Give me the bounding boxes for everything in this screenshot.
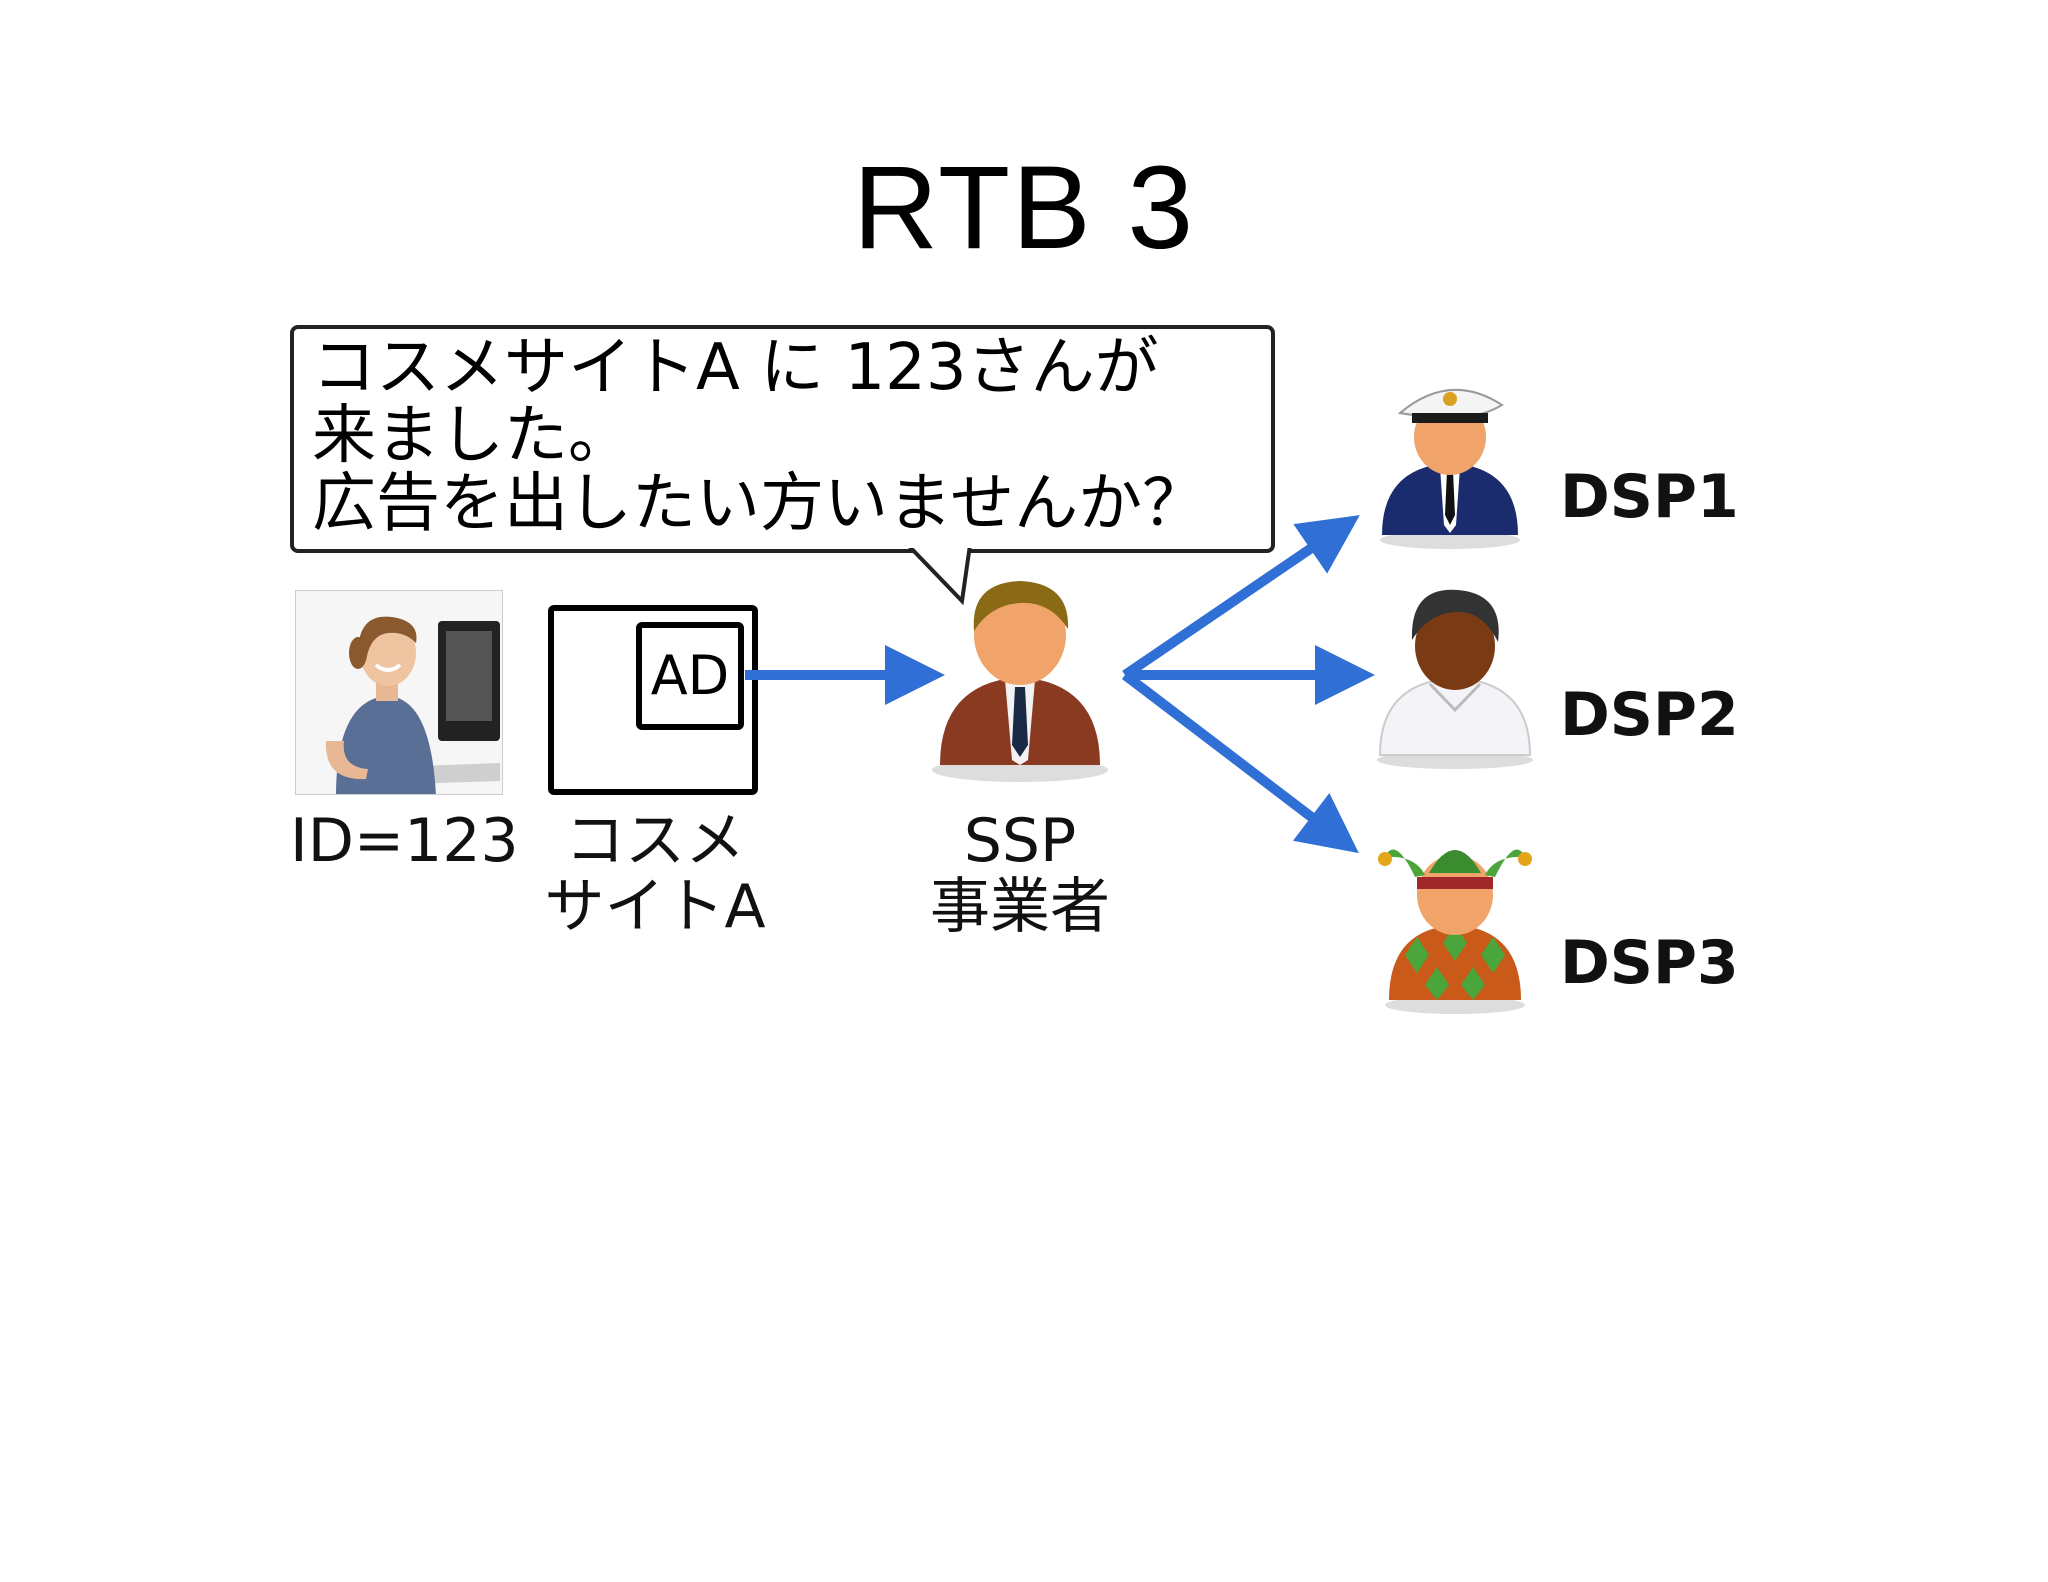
speech-bubble-tail	[905, 545, 973, 605]
dsp3-label: DSP3	[1560, 928, 1739, 998]
dsp2-label: DSP2	[1560, 680, 1739, 750]
ad-slot: AD	[636, 622, 744, 730]
businessman-avatar-icon	[932, 581, 1108, 782]
arrow-ssp-to-dsp1	[1122, 515, 1360, 680]
jester-avatar-icon	[1378, 849, 1532, 1014]
person-avatar-icon	[1377, 589, 1533, 769]
woman-at-computer-icon	[296, 591, 502, 794]
speech-bubble-text: コスメサイトA に 123さんが 来ました。 広告を出したい方いませんか？	[312, 331, 1207, 541]
sailor-avatar-icon	[1380, 388, 1520, 549]
website-label: コスメ サイトA	[544, 806, 766, 942]
speech-bubble	[290, 325, 1275, 553]
user-id-label: ID=123	[290, 806, 519, 876]
arrow-ssp-to-dsp3	[1121, 671, 1359, 854]
page-title: RTB 3	[852, 142, 1196, 274]
ssp-label: SSP 事業者	[930, 806, 1110, 942]
website-box	[548, 605, 758, 795]
dsp1-label: DSP1	[1560, 462, 1739, 532]
user-photo	[295, 590, 503, 795]
